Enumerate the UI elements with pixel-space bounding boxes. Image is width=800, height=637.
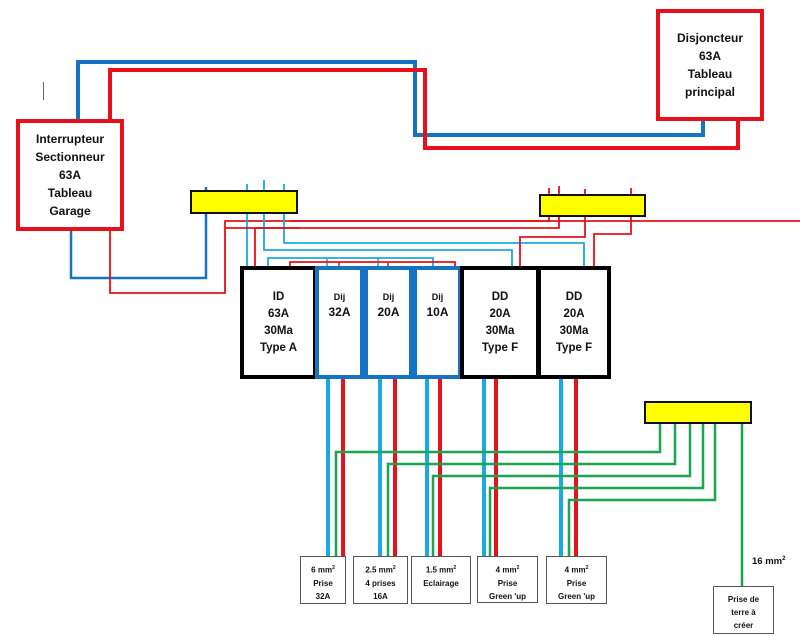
module-line: 20A	[489, 307, 511, 320]
earth-line: créer	[733, 621, 754, 630]
earth-line: terre à	[731, 608, 756, 617]
load-section-text: 1.5 mm	[425, 565, 454, 575]
earth-cable-section: 16 mm	[752, 556, 783, 568]
load-4-prises-16a: 2.5 mm2 4 prises 16A	[353, 556, 408, 604]
garage-switch-line: 63A	[58, 168, 81, 182]
circuit-dd1-wires	[482, 377, 498, 556]
load-green-up-2: 4 mm2 Prise Green 'up	[546, 556, 607, 604]
load-prise-32a: 6 mm2 Prise 32A	[300, 556, 346, 604]
earth-cable-sup: 2	[782, 556, 786, 562]
module-line: 30Ma	[485, 324, 515, 337]
load-section: 4 mm2	[478, 562, 537, 577]
module-line: Type F	[481, 341, 519, 354]
module-dd-20a-2: DD 20A 30Ma Type F	[537, 266, 611, 379]
main-panel-line: Disjoncteur	[676, 31, 743, 45]
module-line: 20A	[563, 307, 585, 320]
phase-busbar-feed-1	[290, 188, 550, 222]
main-panel-line: Tableau	[687, 67, 733, 81]
feed-phase-wire	[108, 68, 740, 150]
module-dij-10a: Dij 10A	[413, 266, 462, 379]
module-rating: 20A	[377, 305, 400, 319]
module-type: Dij	[382, 292, 395, 302]
load-line: Prise	[566, 578, 587, 588]
load-section-sup: 2	[392, 565, 396, 571]
module-line: Type F	[555, 341, 593, 354]
load-section-sup: 2	[516, 565, 520, 571]
neutral-busbar	[190, 190, 298, 214]
module-dij-20a: Dij 20A	[364, 266, 413, 379]
earth-wires	[334, 422, 744, 586]
module-line: DD	[565, 290, 583, 303]
module-line: DD	[491, 290, 509, 303]
module-dij-32a: Dij 32A	[315, 266, 364, 379]
circuit-dd2-wires	[559, 377, 578, 556]
load-section: 2.5 mm2	[354, 562, 407, 577]
module-dd-20a-1: DD 20A 30Ma Type F	[460, 266, 540, 379]
load-green-up-1: 4 mm2 Prise Green 'up	[477, 556, 538, 603]
load-line: Eclairage	[423, 578, 459, 588]
phase-busbar	[539, 194, 646, 217]
load-section-text: 4 mm	[495, 565, 517, 575]
load-section: 1.5 mm2	[412, 562, 470, 577]
earth-busbar	[644, 401, 752, 424]
garage-switch-line: Sectionneur	[35, 150, 105, 164]
load-section-text: 6 mm	[311, 565, 333, 575]
module-line: Type A	[259, 341, 298, 354]
earth-line: Prise de	[727, 595, 760, 604]
garage-isolator-switch: Interrupteur Sectionneur 63A Tableau Gar…	[16, 119, 124, 231]
load-section-sup: 2	[453, 565, 457, 571]
load-line: Green 'up	[488, 591, 527, 601]
module-rating: 10A	[426, 305, 449, 319]
load-line: Prise	[313, 578, 333, 588]
text-cursor-mark	[43, 82, 44, 100]
circuit-10a-wires	[425, 377, 442, 556]
circuit-20a-wires	[378, 377, 397, 556]
garage-switch-line: Garage	[49, 204, 91, 218]
neutral-busbar-to-dd1	[263, 180, 513, 267]
module-id-63a: ID 63A 30Ma Type A	[240, 266, 317, 379]
load-eclairage: 1.5 mm2 Eclairage	[411, 556, 471, 604]
module-line: ID	[272, 290, 285, 303]
earth-cable-label: 16 mm2	[752, 556, 785, 567]
load-section: 4 mm2	[547, 562, 606, 577]
earth-rod-to-create: Prise de terre à créer	[713, 586, 774, 634]
load-line: 16A	[373, 591, 388, 601]
module-type: Dij	[431, 292, 444, 302]
feed-neutral-wire	[76, 60, 705, 137]
garage-switch-line: Tableau	[47, 186, 93, 200]
circuit-32a-wires	[326, 377, 345, 556]
load-line: 4 prises	[365, 578, 396, 588]
garage-switch-line: Interrupteur	[35, 132, 104, 146]
module-rating: 32A	[328, 305, 351, 319]
main-panel-line: 63A	[698, 49, 721, 63]
switch-neutral-to-busbar	[69, 187, 208, 280]
id-phase-comb	[289, 261, 456, 267]
module-line: 30Ma	[264, 324, 293, 337]
module-line: 30Ma	[559, 324, 589, 337]
main-panel-breaker: Disjoncteur 63A Tableau principal	[656, 9, 764, 121]
load-line: Green 'up	[557, 591, 596, 601]
load-section-text: 4 mm	[564, 565, 586, 575]
main-panel-line: principal	[684, 85, 735, 99]
module-line: 63A	[267, 307, 290, 320]
load-section-sup: 2	[332, 565, 335, 571]
load-line: Prise	[497, 578, 518, 588]
load-section-text: 2.5 mm	[365, 565, 393, 575]
load-section-sup: 2	[585, 565, 589, 571]
load-line: 32A	[315, 591, 331, 601]
module-type: Dij	[333, 292, 346, 302]
load-section: 6 mm2	[301, 562, 345, 577]
